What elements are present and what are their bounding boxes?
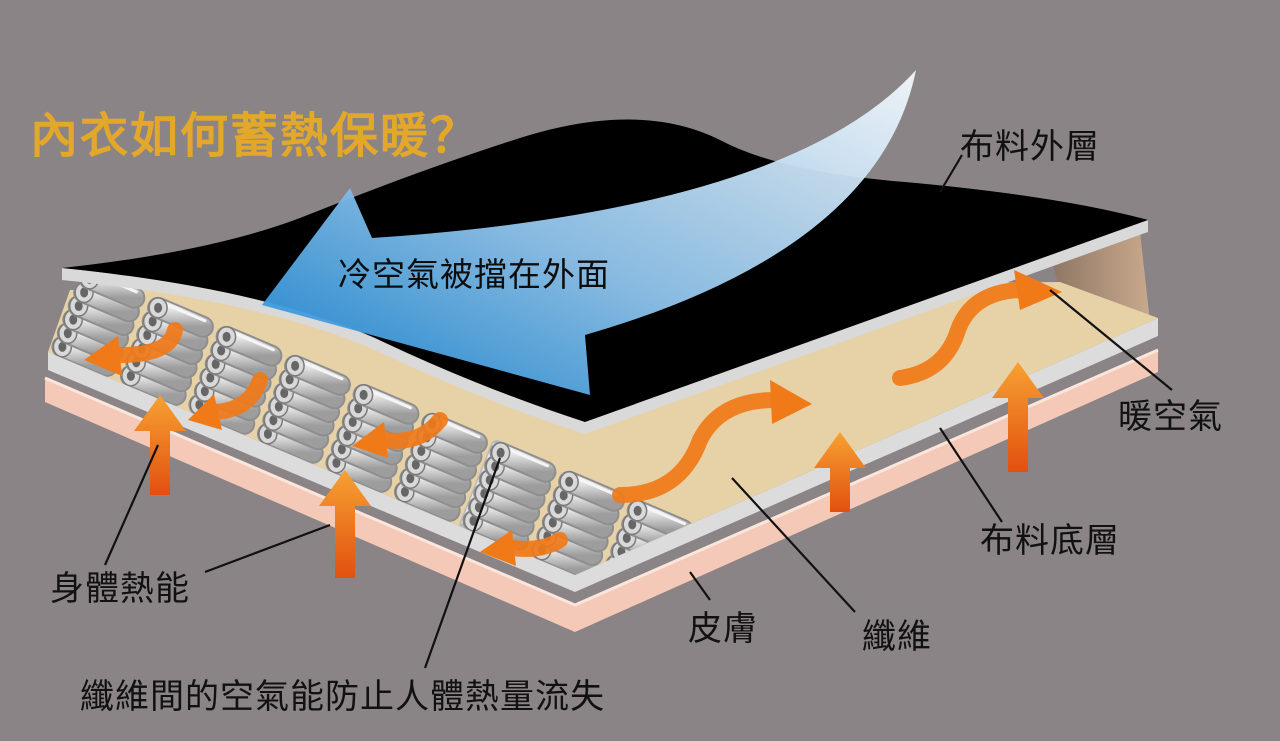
cross-fiber: [1051, 694, 1082, 741]
page-title: 內衣如何蓄熱保暖？: [30, 108, 481, 164]
heat-arrow-up: [319, 470, 371, 578]
label-fiber: 纖維: [862, 617, 932, 657]
fiber-tube: [949, 700, 1005, 729]
fiber-tube: [1029, 702, 1085, 731]
heat-arrow-curved-head: [352, 422, 388, 458]
fiber-tube: [284, 354, 351, 396]
label-air-between-fibers: 纖維間的空氣能防止人體熱量流失: [80, 677, 605, 717]
label-body-heat: 身體熱能: [50, 569, 190, 609]
fiber-tube: [1034, 688, 1090, 717]
heat-arrow-up: [814, 432, 866, 512]
cold-air-label: 冷空氣被擋在外面: [338, 255, 610, 294]
fiber-tube: [876, 685, 932, 714]
fiber-tube: [944, 714, 1000, 741]
fiber-tube: [125, 351, 193, 393]
leader-air-between: [423, 457, 502, 669]
fiber-tube: [278, 368, 346, 410]
label-outer-layer: 布料外層: [960, 127, 1100, 167]
heat-arrow-warm-air-head: [1014, 270, 1062, 310]
leader-lines: [103, 154, 1173, 669]
cross-fiber-highlight: [950, 651, 981, 729]
heat-arrow-curved: [377, 412, 448, 449]
fiber-tube: [1023, 716, 1079, 741]
heat-arrow-curved: [504, 532, 568, 557]
cross-fiber: [751, 563, 796, 575]
fiber-tube: [1040, 675, 1096, 704]
fiber-tube: [812, 642, 868, 671]
cross-fiber-highlight: [753, 566, 788, 575]
cross-fiber: [953, 653, 984, 731]
fiber-tube: [552, 484, 620, 526]
fiber-tube: [210, 339, 277, 381]
label-skin: 皮膚: [688, 609, 758, 649]
heat-arrow-curved: [112, 322, 183, 363]
fiber-tube: [347, 397, 414, 439]
leader-skin: [689, 571, 711, 601]
base-fabric-layer: [48, 282, 1158, 592]
fiber-tube: [558, 470, 625, 512]
fiber-tube: [966, 659, 1022, 688]
label-base-layer: 布料底層: [980, 521, 1120, 561]
heat-arrow-curved-head: [84, 336, 122, 376]
leader-fiber: [731, 477, 856, 613]
cold-air-arrow: [262, 70, 916, 395]
fiber-tube: [881, 671, 937, 700]
leader-base-layer: [939, 427, 1003, 523]
fiber-tube: [886, 658, 942, 687]
heat-arrow-curved-head: [480, 530, 516, 566]
fiber-tube: [763, 557, 831, 575]
heat-arrows: [84, 270, 1062, 578]
fiber-tube: [489, 441, 557, 483]
heat-arrow-up: [134, 395, 186, 495]
fiber-tube: [626, 499, 694, 541]
cross-fiber-highlight: [1048, 692, 1079, 741]
heat-arrow-warm-air: [892, 282, 1028, 386]
heat-arrow-warm-air-head: [770, 380, 812, 424]
leader-outer-layer: [939, 154, 963, 193]
fiber-tube: [147, 296, 214, 338]
fiber-tube: [971, 646, 1027, 675]
fiber-tube: [834, 588, 890, 617]
leader-body-heat-1: [103, 444, 160, 566]
leader-body-heat-2: [204, 523, 331, 574]
heat-arrow-curved: [207, 372, 268, 420]
fiber-tube: [755, 586, 811, 615]
fiber-tube: [807, 656, 863, 685]
leader-warm-air: [1049, 289, 1173, 391]
fiber-tube: [960, 673, 1016, 702]
fiber-tube: [955, 687, 1011, 716]
label-warm-air: 暖空氣: [1118, 397, 1223, 437]
fiber-tube: [256, 422, 324, 464]
fiber-tube: [215, 325, 283, 367]
skin-layer: [44, 348, 1159, 632]
heat-arrow-up: [992, 362, 1044, 472]
fiber-tube: [352, 383, 420, 425]
heat-arrow-curved-head: [188, 394, 222, 430]
heat-arrow-warm-air: [612, 392, 783, 503]
fiber-tube: [1018, 729, 1074, 741]
fiber-tube: [758, 571, 826, 575]
